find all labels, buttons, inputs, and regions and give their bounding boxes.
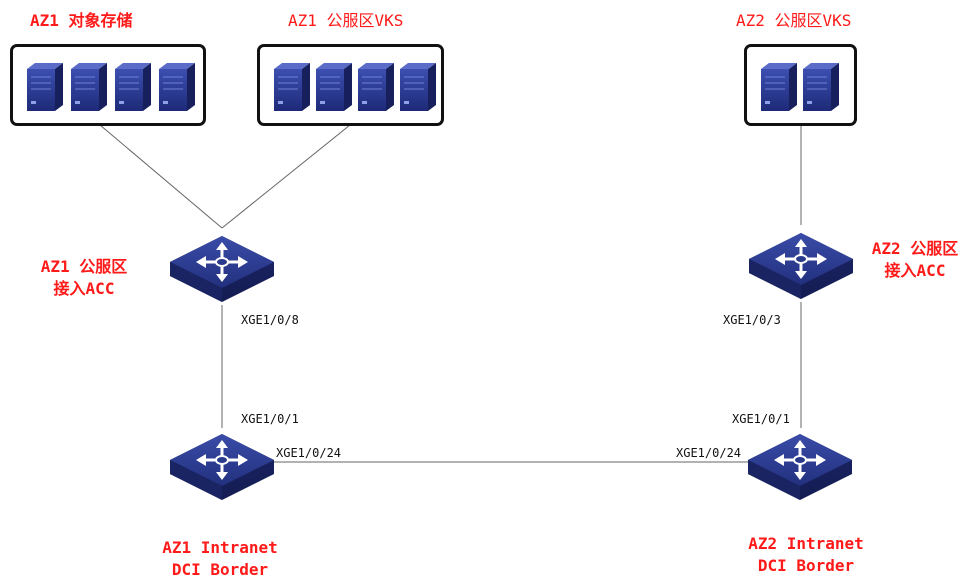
- az1-object-storage-title: AZ1 对象存储: [30, 11, 133, 30]
- server-icon: [801, 61, 841, 113]
- az2-public-vks-group: [744, 44, 857, 126]
- port-label-az1-border-wan: XGE1/0/24: [276, 446, 342, 460]
- server-icon: [25, 61, 65, 113]
- port-label-az1-border-up: XGE1/0/1: [241, 412, 299, 426]
- server-icon: [113, 61, 153, 113]
- port-label-az2-border-up: XGE1/0/1: [732, 412, 790, 426]
- az2-border-label-line2: DCI Border: [757, 556, 855, 575]
- server-icon: [314, 61, 354, 113]
- az1-border-label-line2: DCI Border: [171, 560, 269, 579]
- port-label-az2-border-wan: XGE1/0/24: [676, 446, 742, 460]
- az1-object-storage-group: [10, 44, 206, 126]
- az2-public-vks-title: AZ2 公服区VKS: [736, 11, 852, 30]
- server-icon: [157, 61, 197, 113]
- port-label-az1-access-down: XGE1/0/8: [241, 313, 299, 327]
- az2-border-label: AZ2 Intranet DCI Border: [736, 533, 876, 577]
- server-icon: [398, 61, 438, 113]
- az2-border-switch-icon: [746, 426, 854, 506]
- az2-access-label: AZ2 公服区 接入ACC: [862, 238, 968, 282]
- server-icon: [356, 61, 396, 113]
- az1-border-switch-icon: [168, 426, 276, 506]
- server-icon: [759, 61, 799, 113]
- az1-public-vks-group: [257, 44, 444, 126]
- az1-border-label-line1: AZ1 Intranet: [162, 538, 278, 557]
- az2-border-label-line1: AZ2 Intranet: [748, 534, 864, 553]
- az1-public-vks-title: AZ1 公服区VKS: [288, 11, 404, 30]
- port-label-az2-access-down: XGE1/0/3: [723, 313, 781, 327]
- az2-access-switch-icon: [747, 225, 855, 305]
- az1-access-switch-icon: [168, 228, 276, 308]
- az2-access-label-line1: AZ2 公服区: [871, 239, 959, 258]
- link-az1-storage-to-az1-access: [99, 124, 223, 229]
- server-icon: [69, 61, 109, 113]
- az1-border-label: AZ1 Intranet DCI Border: [150, 537, 290, 579]
- az2-access-label-line2: 接入ACC: [884, 261, 946, 280]
- az1-access-label: AZ1 公服区 接入ACC: [34, 256, 134, 300]
- server-icon: [272, 61, 312, 113]
- az1-access-label-line1: AZ1 公服区: [40, 257, 128, 276]
- az1-access-label-line2: 接入ACC: [53, 279, 115, 298]
- link-az1-vks-to-az1-access: [221, 124, 351, 229]
